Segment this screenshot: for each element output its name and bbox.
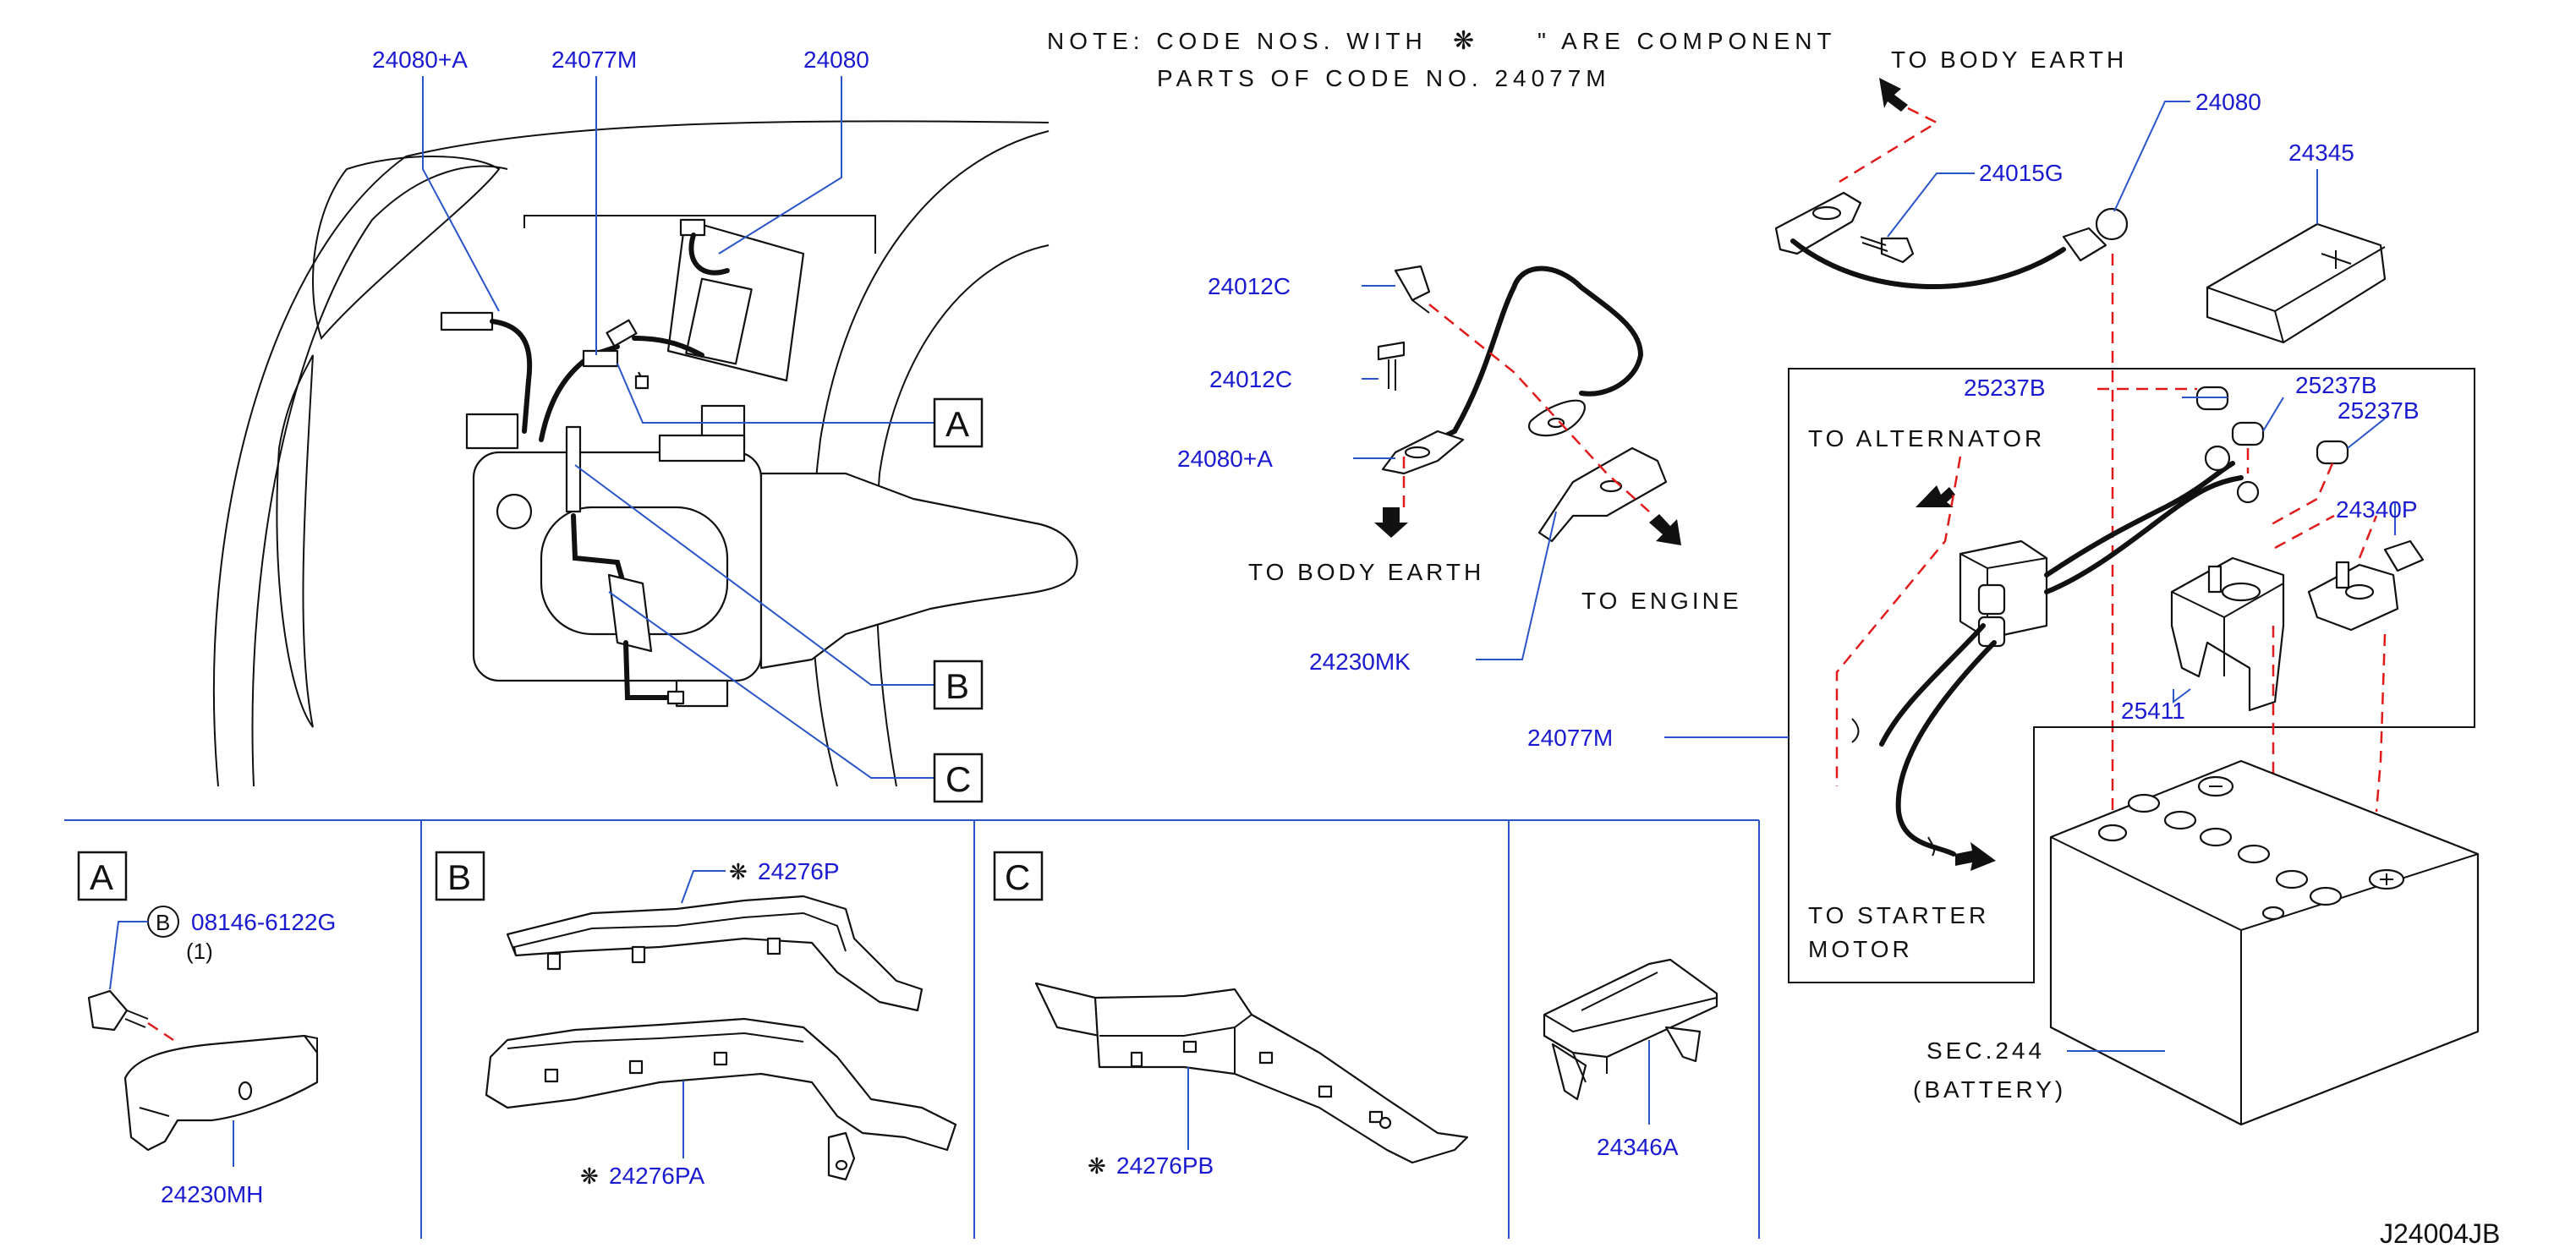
pn-24230mk: 24230MK xyxy=(1309,649,1411,675)
detail-a-label: A xyxy=(90,857,113,897)
callout-c: C xyxy=(945,759,971,799)
component-marker-icon: ❋ xyxy=(1453,27,1474,55)
battery-cable-assembly: TO ALTERNATOR TO STARTER MOTOR 25237B 25… xyxy=(1527,368,2475,983)
pn-24276p: 24276P xyxy=(758,858,840,884)
pn-battery: (BATTERY) xyxy=(1913,1076,2066,1103)
pn-24276pb: 24276PB xyxy=(1116,1152,1214,1179)
pn-25237b-2: 25237B xyxy=(2295,372,2377,398)
detail-b-label: B xyxy=(447,857,471,897)
engine-bay-overview xyxy=(213,120,1078,787)
pn-24012c-2: 24012C xyxy=(1209,366,1292,392)
label-to-starter-2: MOTOR xyxy=(1808,936,1913,962)
battery-caps xyxy=(2097,775,2405,921)
pn-24015g: 24015G xyxy=(1979,160,2064,186)
overview-leaders: 24080+A 24077M 24080 A B C xyxy=(372,47,984,803)
arrow-icon xyxy=(1374,507,1408,538)
arrow-icon xyxy=(1879,78,1908,112)
pn-24080-a-top: 24080+A xyxy=(372,47,468,73)
arrow-icon xyxy=(1955,842,1996,871)
callout-c-box xyxy=(933,753,984,803)
detail-c-box xyxy=(993,851,1044,901)
detail-b: B ❋ 24276P ❋ 24276PA xyxy=(435,851,957,1189)
battery: SEC.244 (BATTERY) xyxy=(1913,759,2480,1126)
detail-b-box xyxy=(435,851,485,901)
arrow-icon xyxy=(1649,514,1681,545)
label-to-engine: TO ENGINE xyxy=(1581,588,1742,614)
pn-24080-a-mid: 24080+A xyxy=(1177,446,1273,472)
battery-earth-cable: TO BODY EARTH 24015G 24080 xyxy=(1774,47,2261,829)
pn-24080-right: 24080 xyxy=(2195,89,2261,115)
label-to-body-earth-right: TO BODY EARTH xyxy=(1891,47,2127,73)
pn-24276pa: 24276PA xyxy=(609,1163,704,1189)
pn-25237b-3: 25237B xyxy=(2338,397,2420,424)
pn-24080-top: 24080 xyxy=(803,47,869,73)
pn-24077m-right: 24077M xyxy=(1527,725,1613,751)
note: NOTE: CODE NOS. WITH ❋ " ARE COMPONENT P… xyxy=(1047,27,1837,91)
terminal-cover-24345: 24345 xyxy=(2206,140,2387,344)
detail-a: A B 08146-6122G (1) 24230MH xyxy=(77,851,336,1207)
note-line1-b: " ARE COMPONENT xyxy=(1537,28,1837,54)
bolt-b-label: B xyxy=(156,910,170,935)
pn-24346a: 24346A xyxy=(1597,1134,1679,1160)
label-to-alternator: TO ALTERNATOR xyxy=(1808,425,2045,452)
pn-25411: 25411 xyxy=(2121,698,2185,724)
component-marker-icon: ❋ xyxy=(729,859,748,884)
callout-b-box xyxy=(933,660,984,710)
pn-24012c-1: 24012C xyxy=(1208,273,1291,299)
earth-cable-assembly: 24012C 24012C 24080+A TO BODY EARTH TO E… xyxy=(1177,265,1742,675)
pn-sec244: SEC.244 xyxy=(1927,1037,2045,1064)
detail-c: C ❋ 24276PB xyxy=(993,851,1469,1179)
label-to-starter-1: TO STARTER xyxy=(1808,902,1989,928)
component-marker-icon: ❋ xyxy=(580,1163,599,1189)
callout-b: B xyxy=(945,666,969,706)
note-line1-a: NOTE: CODE NOS. WITH xyxy=(1047,28,1428,54)
detail-c-label: C xyxy=(1005,857,1030,897)
pn-08146-qty: (1) xyxy=(186,939,213,964)
pn-24345: 24345 xyxy=(2288,140,2354,166)
callout-a-box xyxy=(933,397,984,448)
diagram-code: J24004JB xyxy=(2380,1218,2500,1249)
detail-panels xyxy=(64,819,1760,1239)
detail-a-box xyxy=(77,851,128,901)
callout-a: A xyxy=(945,404,969,444)
arrow-icon xyxy=(1916,485,1955,507)
component-marker-icon: ❋ xyxy=(1088,1153,1106,1179)
pn-08146: 08146-6122G xyxy=(191,909,336,935)
pn-24340p: 24340P xyxy=(2336,496,2418,523)
label-to-body-earth-mid: TO BODY EARTH xyxy=(1248,559,1484,585)
detail-clip-24346a: 24346A xyxy=(1543,958,1718,1160)
pn-25237b-1: 25237B xyxy=(1964,375,2046,401)
pn-24230mh: 24230MH xyxy=(161,1181,263,1207)
note-line2: PARTS OF CODE NO. 24077M xyxy=(1157,65,1611,91)
pn-24077m-top: 24077M xyxy=(551,47,637,73)
